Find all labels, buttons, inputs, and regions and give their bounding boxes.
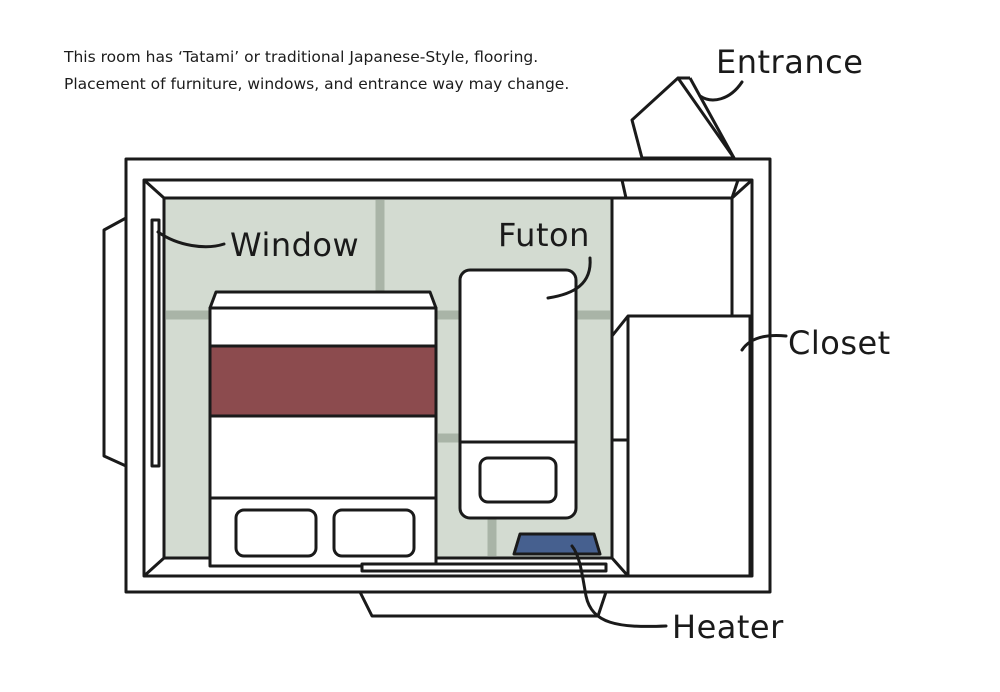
window-label: Window: [230, 226, 359, 264]
window-bay: [102, 216, 128, 468]
closet-leader: [740, 334, 788, 352]
room-description: This room has ‘Tatami’ or traditional Ja…: [64, 44, 624, 98]
bed-pillow-left: [234, 508, 318, 558]
entrance-leader: [698, 80, 744, 102]
description-line-2: Placement of furniture, windows, and ent…: [64, 75, 570, 93]
bed: [208, 290, 438, 568]
bottom-sill: [358, 590, 608, 618]
entrance-label: Entrance: [716, 43, 863, 81]
entrance-door: [630, 76, 736, 160]
heater-label: Heater: [672, 608, 784, 646]
futon-label: Futon: [498, 216, 590, 254]
closet-label: Closet: [788, 324, 891, 362]
closet: [610, 314, 752, 578]
bed-blanket: [208, 344, 438, 418]
window: [150, 218, 161, 468]
futon: [458, 268, 578, 520]
floor-ledge: [360, 562, 608, 573]
tatami-seams: [166, 200, 610, 556]
heater-leader: [570, 544, 668, 628]
bed-pillow-right: [332, 508, 416, 558]
futon-leader: [546, 256, 592, 300]
heater: [512, 532, 602, 556]
futon-pillow: [478, 456, 558, 504]
window-leader: [156, 230, 226, 249]
description-line-1: This room has ‘Tatami’ or traditional Ja…: [64, 48, 539, 66]
